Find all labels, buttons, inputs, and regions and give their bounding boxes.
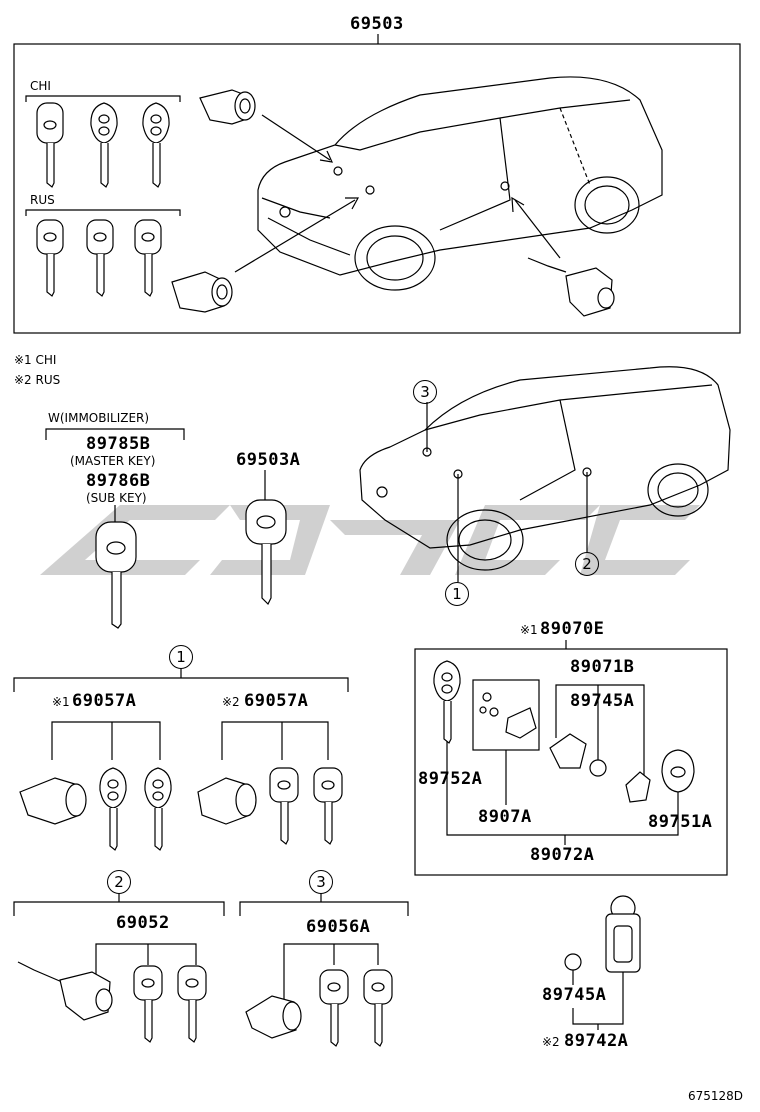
- group-1-bracket: [13, 677, 349, 692]
- set-rus-prefix: ※2: [222, 695, 240, 709]
- master-key-part-number: 89785B: [86, 434, 151, 454]
- immobilizer-label: W(IMMOBILIZER): [48, 411, 150, 425]
- fob-prefix: ※2: [542, 1035, 560, 1049]
- transmitter-part-number: 89070E: [540, 619, 605, 639]
- transmitter-sub-part-number: 89072A: [530, 845, 595, 865]
- callout-circle-2: 2: [575, 552, 599, 576]
- hood-lock-cylinder: [199, 89, 256, 125]
- group-2-circle: 2: [107, 870, 131, 894]
- sub-key-description: (SUB KEY): [86, 491, 147, 505]
- key-89752A-part-number: 89752A: [418, 769, 483, 789]
- door-set-part-number: 69052: [116, 913, 170, 933]
- watermark-logo: [40, 505, 700, 575]
- remote-fob: [564, 895, 641, 1030]
- battery-part-number-a: 89745A: [570, 691, 635, 711]
- door-lock-cylinder-top: [527, 257, 615, 317]
- sub-key-part-number: 89786B: [86, 471, 151, 491]
- group-3-circle: 3: [309, 870, 333, 894]
- fob-part-number: 89742A: [564, 1031, 629, 1051]
- board-part-number: 8907A: [478, 807, 532, 827]
- vehicle-index: [359, 366, 731, 582]
- immobilizer-bracket: [45, 428, 185, 440]
- chi-group-label: CHI: [30, 79, 51, 93]
- main-assembly-label: 69503: [350, 14, 404, 34]
- callout-circle-1: 1: [445, 582, 469, 606]
- note-1: ※1 CHI: [14, 353, 57, 367]
- ignition-cylinder: [171, 271, 233, 313]
- chi-keys: [36, 102, 170, 188]
- rus-keys: [36, 219, 162, 297]
- set-chi-parts: [19, 767, 172, 851]
- callout-arrows: [234, 114, 561, 273]
- vehicle-top: [257, 76, 663, 291]
- transmitter-parts: [433, 660, 695, 803]
- main-assembly-frame: [13, 43, 741, 334]
- key-69503A-drawing: [245, 499, 287, 606]
- transmitter-prefix: ※1: [520, 623, 538, 637]
- key-69503A-label: 69503A: [236, 450, 301, 470]
- hood-set-parts: [245, 969, 393, 1047]
- set-rus-parts: [197, 767, 343, 845]
- group-3-bracket: [239, 901, 409, 916]
- rus-group-label: RUS: [30, 193, 55, 207]
- door-set-parts: [17, 961, 207, 1043]
- note-2: ※2 RUS: [14, 373, 61, 387]
- transmitter-frame: [414, 648, 728, 876]
- set-rus-part-number: 69057A: [244, 691, 309, 711]
- set-chi-part-number: 69057A: [72, 691, 137, 711]
- callout-circle-3: 3: [413, 380, 437, 404]
- chi-bracket: [25, 95, 181, 102]
- master-key-drawing: [95, 521, 137, 629]
- rus-bracket: [25, 209, 181, 216]
- drawing-id: 675128D: [688, 1089, 744, 1103]
- battery-part-number-b: 89745A: [542, 985, 607, 1005]
- set-chi-prefix: ※1: [52, 695, 70, 709]
- master-key-description: (MASTER KEY): [70, 454, 156, 468]
- hood-set-part-number: 69056A: [306, 917, 371, 937]
- case-part-number: 89071B: [570, 657, 635, 677]
- group-1-circle: 1: [169, 645, 193, 669]
- cover-part-number: 89751A: [648, 812, 713, 832]
